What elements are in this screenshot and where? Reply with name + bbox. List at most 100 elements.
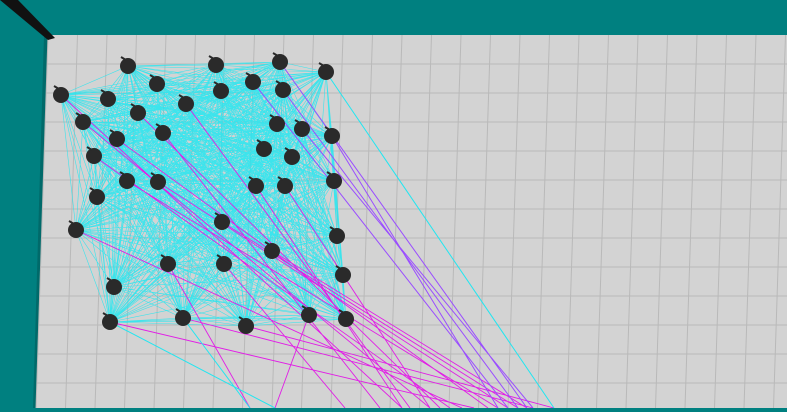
robot-heading	[301, 305, 308, 310]
wall-shadow	[33, 35, 48, 408]
grid-line	[448, 34, 462, 409]
grid-line	[478, 34, 491, 409]
grid-line	[773, 34, 786, 409]
robot-icon[interactable]	[264, 241, 280, 259]
robot-icon[interactable]	[256, 139, 272, 157]
robot-icon[interactable]	[109, 129, 125, 147]
grid-line	[35, 34, 49, 409]
grid-line	[389, 34, 403, 409]
robot-icon[interactable]	[301, 305, 317, 323]
robot-icon[interactable]	[178, 94, 194, 112]
robot-body	[150, 174, 166, 190]
robot-icon[interactable]	[208, 55, 224, 73]
robot-icon[interactable]	[329, 226, 345, 244]
robot-icon[interactable]	[294, 119, 310, 137]
robot-heading	[324, 126, 331, 131]
robot-heading	[238, 316, 245, 321]
robot-icon[interactable]	[53, 85, 69, 103]
robot-icon[interactable]	[284, 147, 300, 165]
robot-heading	[160, 254, 167, 259]
robot-body	[130, 105, 146, 121]
robot-icon[interactable]	[68, 220, 84, 238]
grid-line	[714, 34, 727, 409]
robot-body	[238, 318, 254, 334]
robot-icon[interactable]	[89, 187, 105, 205]
robot-heading	[100, 89, 107, 94]
robot-icon[interactable]	[338, 309, 354, 327]
robot-heading	[338, 309, 345, 314]
robot-heading	[216, 254, 223, 259]
robot-body	[324, 128, 340, 144]
robot-icon[interactable]	[245, 72, 261, 90]
robot-body	[102, 314, 118, 330]
robot-icon[interactable]	[248, 176, 264, 194]
robot-body	[329, 228, 345, 244]
robot-heading	[130, 103, 137, 108]
robot-body	[120, 58, 136, 74]
grid-line	[743, 34, 757, 409]
robot-icon[interactable]	[130, 103, 146, 121]
robot-icon[interactable]	[214, 212, 230, 230]
robot-icon[interactable]	[216, 254, 232, 272]
robot-icon[interactable]	[324, 126, 340, 144]
robot-heading	[269, 114, 276, 119]
grid-line	[537, 34, 550, 409]
scene-edge	[0, 0, 55, 40]
robot-icon[interactable]	[155, 123, 171, 141]
robot-icon[interactable]	[120, 56, 136, 74]
robot-heading	[326, 171, 333, 176]
robot-body	[86, 148, 102, 164]
robot-heading	[335, 265, 342, 270]
robot-body	[175, 310, 191, 326]
robot-body	[256, 141, 272, 157]
robot-body	[214, 214, 230, 230]
robot-body	[338, 311, 354, 327]
robot-icon[interactable]	[86, 146, 102, 164]
robot-icon[interactable]	[75, 112, 91, 130]
robot-icon[interactable]	[119, 171, 135, 189]
robot-body	[75, 114, 91, 130]
robot-icon[interactable]	[318, 62, 334, 80]
robot-heading	[248, 176, 255, 181]
robot-heading	[75, 112, 82, 117]
robot-icon[interactable]	[269, 114, 285, 132]
robot-heading	[329, 226, 336, 231]
external-links	[60, 94, 555, 409]
robot-body	[178, 96, 194, 112]
robot-icon[interactable]	[272, 52, 288, 70]
robot-body	[284, 149, 300, 165]
robot-body	[301, 307, 317, 323]
robot-icon[interactable]	[102, 312, 118, 330]
robot-body	[53, 87, 69, 103]
robot-icon[interactable]	[149, 74, 165, 92]
robot-icon[interactable]	[106, 277, 122, 295]
robot-body	[109, 131, 125, 147]
robot-icon[interactable]	[238, 316, 254, 334]
robot-icon[interactable]	[150, 172, 166, 190]
robot-heading	[150, 172, 157, 177]
robot-heading	[208, 55, 215, 60]
robot-body	[248, 178, 264, 194]
robot-heading	[102, 312, 109, 317]
robot-heading	[53, 85, 60, 90]
robot-body	[264, 243, 280, 259]
robot-heading	[256, 139, 263, 144]
external-links-cyan	[109, 71, 555, 409]
robot-heading	[214, 212, 221, 217]
robot-icon[interactable]	[100, 89, 116, 107]
robot-body	[269, 116, 285, 132]
robot-icon[interactable]	[326, 171, 342, 189]
robot-icon[interactable]	[175, 308, 191, 326]
robot-body	[275, 82, 291, 98]
robot-body	[216, 256, 232, 272]
robot-heading	[109, 129, 116, 134]
robot-icon[interactable]	[213, 81, 229, 99]
robot-icon[interactable]	[275, 80, 291, 98]
robot-body	[277, 178, 293, 194]
robot-icon[interactable]	[277, 176, 293, 194]
robot-swarm[interactable]	[53, 52, 354, 334]
robot-icon[interactable]	[160, 254, 176, 272]
robot-heading	[318, 62, 325, 67]
robot-icon[interactable]	[335, 265, 351, 283]
